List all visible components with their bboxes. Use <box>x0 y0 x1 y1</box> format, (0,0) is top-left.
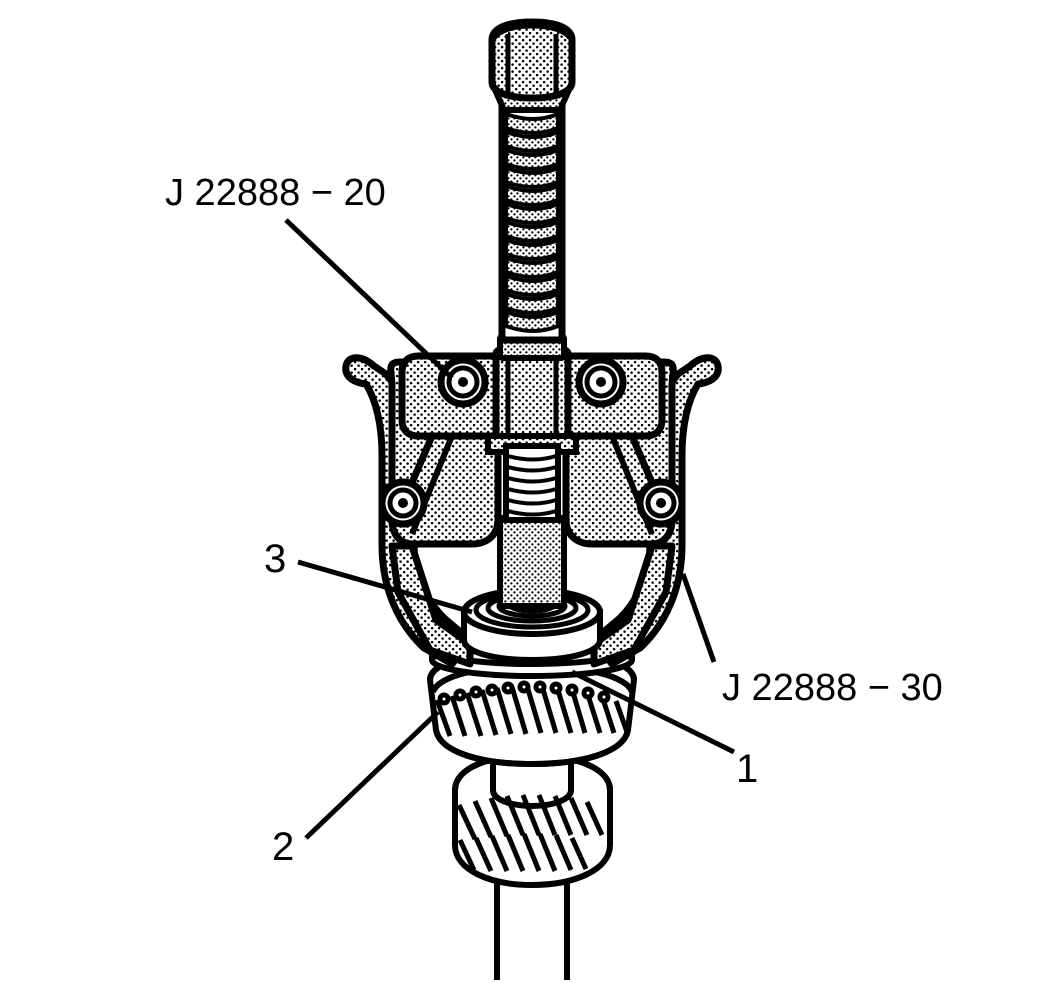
leader-tool-upper <box>284 218 454 380</box>
threaded-forcing-screw <box>497 104 567 609</box>
pivot-bolt-upper-left <box>437 356 489 408</box>
pivot-bolt-upper-right <box>575 356 627 408</box>
callout-3: 3 <box>264 537 286 581</box>
callout-2: 2 <box>272 825 294 869</box>
leader-callout-2 <box>304 710 440 840</box>
bolt-head-body <box>488 18 576 102</box>
label-tool-upper: J 22888 − 20 <box>165 172 386 214</box>
leader-tool-lower <box>680 573 717 663</box>
screw-thread-upper <box>504 111 560 333</box>
label-tool-lower: J 22888 − 30 <box>722 667 943 709</box>
pivot-bolt-lower-right <box>636 478 686 528</box>
leader-callout-3 <box>297 559 473 615</box>
callout-1: 1 <box>736 747 758 791</box>
lower-helical-gear <box>452 751 613 889</box>
leader-callout-1 <box>570 669 736 755</box>
hex-bolt-head <box>488 18 576 113</box>
pivot-bolt-lower-left <box>378 478 428 528</box>
leader-lines <box>284 218 736 840</box>
screw-thread-lower <box>503 443 561 523</box>
screw-lower-stub <box>497 515 567 609</box>
